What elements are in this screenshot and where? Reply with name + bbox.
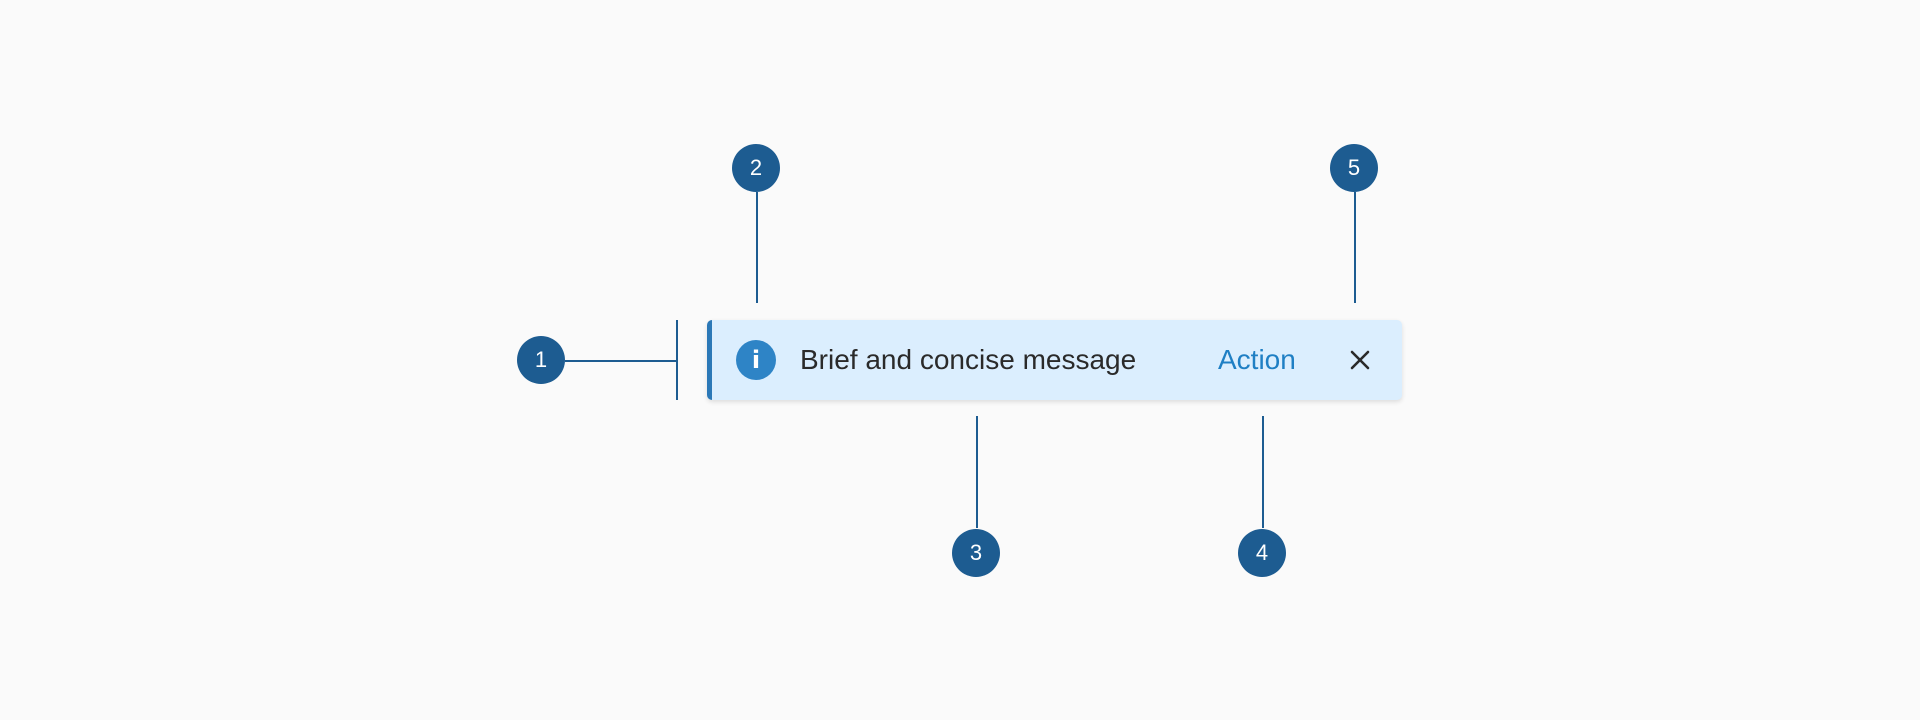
callout-marker-5: 5: [1330, 144, 1378, 192]
callout-bracket-1: [676, 320, 678, 400]
callout-line-3: [976, 416, 978, 528]
close-icon: [1350, 350, 1370, 370]
info-icon: i: [736, 340, 776, 380]
notification-action-link[interactable]: Action: [1218, 344, 1296, 375]
callout-marker-1: 1: [517, 336, 565, 384]
inline-notification: i Brief and concise message Action: [707, 320, 1402, 400]
callout-line-2: [756, 192, 758, 303]
callout-line-5: [1354, 192, 1356, 303]
notification-message: Brief and concise message: [800, 344, 1137, 375]
callout-marker-3: 3: [952, 529, 1000, 577]
callout-line-1: [565, 360, 677, 362]
callout-line-4: [1262, 416, 1264, 528]
callout-marker-2: 2: [732, 144, 780, 192]
close-button[interactable]: [1342, 342, 1378, 378]
callout-marker-4: 4: [1238, 529, 1286, 577]
